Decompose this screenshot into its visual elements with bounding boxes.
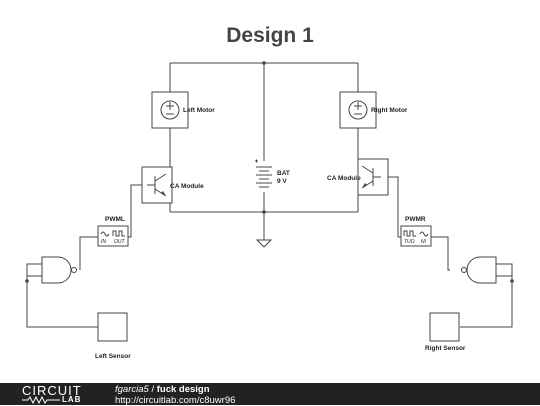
right-sensor-label: Right Sensor <box>425 345 466 352</box>
logo-text-lab: LAB <box>62 395 82 404</box>
pwml-in-label: IN <box>101 239 106 245</box>
right-motor-label: Right Motor <box>371 107 408 114</box>
left-sensor-label: Left Sensor <box>95 353 131 360</box>
design-credit: fgarcia5 / fuck design http://circuitlab… <box>115 384 235 406</box>
wire-right-base <box>387 176 401 238</box>
resistor-wave-icon <box>22 396 60 404</box>
junction-dot <box>262 61 266 65</box>
pwml-out-label: OUT <box>114 239 126 245</box>
right-ca-module[interactable] <box>357 158 389 196</box>
design-name[interactable]: fuck design <box>156 384 210 395</box>
junction-dot <box>510 279 514 283</box>
credit-separator: / <box>148 384 157 395</box>
left-ca-module-label: CA Module <box>170 183 204 190</box>
ground-symbol <box>255 239 273 248</box>
junction-dot <box>25 279 29 283</box>
right-nand-gate[interactable] <box>461 256 513 284</box>
right-ca-module-label: CA Module <box>327 175 361 182</box>
logo-text-circuit: CIRCUIT <box>22 383 82 398</box>
schematic-title: Design 1 <box>226 24 314 47</box>
battery-label: BAT <box>277 170 290 177</box>
pwmr-out-label: NI <box>421 239 427 245</box>
left-sensor[interactable] <box>97 312 128 342</box>
pwml-block[interactable] <box>97 225 129 247</box>
author-link[interactable]: fgarcia5 <box>115 384 149 395</box>
left-motor-label: Left Motor <box>183 107 215 114</box>
left-motor[interactable] <box>151 91 189 129</box>
design-url[interactable]: http://circuitlab.com/c8uwr96 <box>115 395 236 406</box>
battery-voltage: 9 V <box>277 178 287 185</box>
junction-dot <box>262 210 266 214</box>
wire-pwml-to-gate <box>79 236 98 270</box>
left-ca-module[interactable] <box>141 166 173 204</box>
left-nand-gate[interactable] <box>27 256 77 284</box>
wire-left-base <box>128 184 142 238</box>
pwmr-block[interactable] <box>400 225 432 247</box>
pwmr-label: PWMR <box>405 216 426 223</box>
circuitlab-logo[interactable]: CIRCUIT LAB <box>22 384 94 404</box>
footer-bar: CIRCUIT LAB fgarcia5 / fuck design http:… <box>0 383 540 406</box>
pwml-label: PWML <box>105 216 125 223</box>
pwmr-in-label: TUO <box>404 239 415 245</box>
wire-pwmr-to-gate <box>431 236 450 271</box>
battery[interactable] <box>255 159 272 188</box>
right-sensor[interactable] <box>429 312 460 342</box>
right-motor[interactable] <box>339 91 377 129</box>
